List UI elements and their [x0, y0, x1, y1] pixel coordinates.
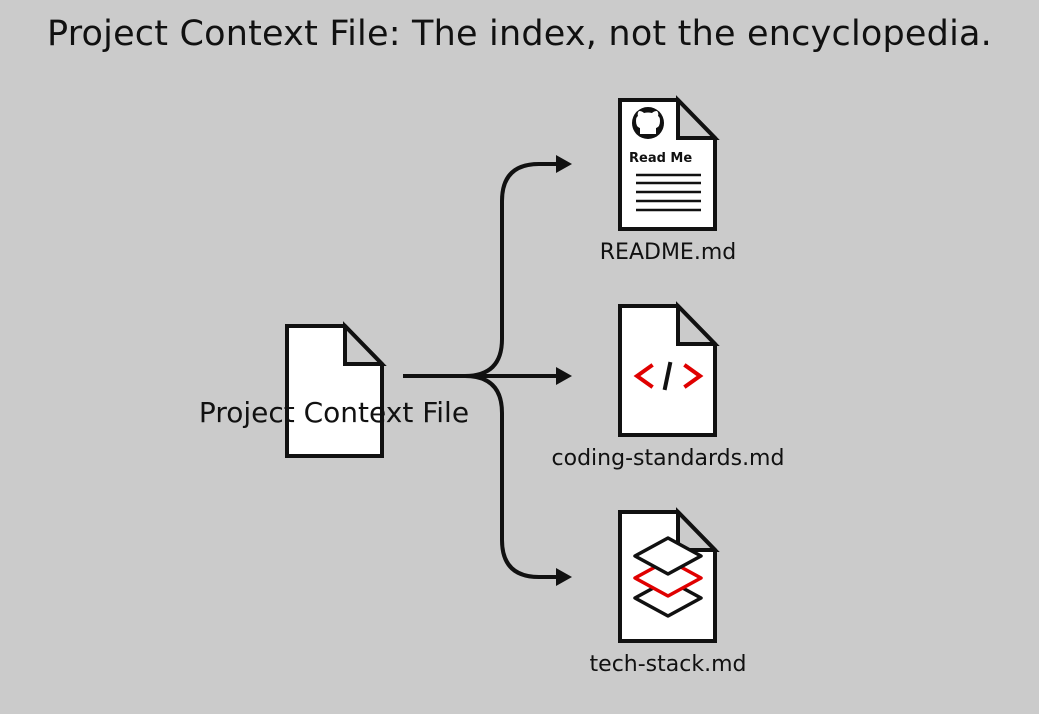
source-document-icon	[285, 321, 387, 458]
arrowheads	[556, 155, 572, 586]
tech-stack-document-icon	[618, 507, 720, 643]
source-file-label: Project Context File	[198, 396, 470, 429]
tech-stack-file-label: tech-stack.md	[589, 652, 747, 677]
readme-badge-text: Read Me	[629, 151, 692, 166]
arrow-to-tech-stack	[464, 374, 558, 579]
diagram-title: Project Context File: The index, not the…	[47, 14, 992, 54]
coding-standards-file-label: coding-standards.md	[551, 446, 785, 471]
arrowhead-coding-standards	[556, 367, 572, 385]
code-brackets-icon	[633, 361, 704, 391]
readme-text-lines	[636, 173, 701, 212]
readme-document-icon: Read Me	[618, 95, 720, 231]
github-icon	[632, 107, 664, 139]
arrowhead-readme	[556, 155, 572, 173]
readme-file-label: README.md	[599, 240, 737, 265]
arrow-to-readme	[403, 162, 558, 378]
coding-standards-document-icon	[618, 301, 720, 437]
arrowhead-tech-stack	[556, 568, 572, 586]
layers-icon	[633, 536, 703, 618]
connector-arrows	[403, 162, 558, 579]
